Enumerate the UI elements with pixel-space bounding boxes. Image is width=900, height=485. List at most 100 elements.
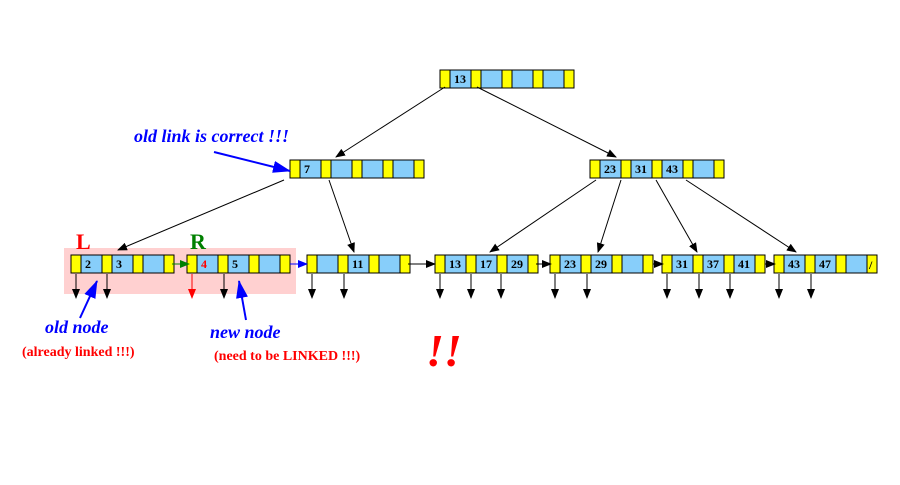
leaf-node-leaf-11-key-1: 11 bbox=[352, 257, 363, 271]
edge-end-leaf43 bbox=[685, 179, 797, 253]
leaf-node-R-key-cell-2 bbox=[258, 254, 281, 274]
old-link-arrow bbox=[213, 151, 291, 173]
leaf-node-leaf-23-key-0: 23 bbox=[564, 257, 576, 271]
leaf-node-leaf-43-pointer-2 bbox=[835, 254, 847, 274]
edge-7-leaf11 bbox=[328, 179, 355, 253]
root-node-pointer-3 bbox=[532, 69, 544, 89]
record-pointers bbox=[72, 274, 815, 299]
leaf-node-leaf-23-pointer-0 bbox=[549, 254, 561, 274]
leaf-node-leaf-23-next-pointer bbox=[642, 254, 654, 274]
old-node-label: old node bbox=[45, 317, 109, 337]
leaf-node-R bbox=[186, 254, 291, 274]
leaf-node-leaf-23-key-1: 29 bbox=[595, 257, 607, 271]
new-node-label: new node bbox=[210, 322, 281, 342]
edge-31-leaf23 bbox=[596, 179, 622, 253]
leaf-node-leaf-31 bbox=[661, 254, 766, 274]
leaf-node-leaf-13 bbox=[434, 254, 539, 274]
inner-node-23-pointer-2 bbox=[651, 159, 663, 179]
leaf-node-leaf-43-key-cell-2 bbox=[845, 254, 868, 274]
root-node-pointer-2 bbox=[501, 69, 513, 89]
edge-7-L bbox=[117, 179, 285, 251]
leaf-node-leaf-31-pointer-2 bbox=[723, 254, 735, 274]
inner-node-7-pointer-3 bbox=[382, 159, 394, 179]
root-node-key-0: 13 bbox=[454, 72, 466, 86]
inner-node-23-pointer-1 bbox=[620, 159, 632, 179]
inner-node-23-key-cell-3 bbox=[692, 159, 715, 179]
leaf-node-L-pointer-2 bbox=[132, 254, 144, 274]
already-linked-label: (already linked !!!) bbox=[22, 345, 135, 360]
leaf-node-leaf-13-key-1: 17 bbox=[480, 257, 492, 271]
leaf-node-leaf-13-pointer-1 bbox=[465, 254, 477, 274]
inner-node-7 bbox=[289, 159, 425, 179]
leaf-node-L-key-0: 2 bbox=[85, 257, 91, 271]
old-link-label: old link is correct !!! bbox=[134, 126, 289, 146]
leaf-node-leaf-13-pointer-0 bbox=[434, 254, 446, 274]
null-pointer-symbol: / bbox=[868, 258, 873, 272]
leaf-node-R-pointer-1 bbox=[217, 254, 229, 274]
leaf-node-leaf-11-key-cell-2 bbox=[378, 254, 401, 274]
leaf-node-leaf-11-pointer-2 bbox=[368, 254, 380, 274]
leaf-node-leaf-43-key-0: 43 bbox=[788, 257, 800, 271]
leaf-node-leaf-31-key-1: 37 bbox=[707, 257, 719, 271]
root-node-next-pointer bbox=[563, 69, 575, 89]
inner-node-7-pointer-0 bbox=[289, 159, 301, 179]
annotation-arrows bbox=[79, 151, 291, 321]
leaf-node-leaf-23-pointer-2 bbox=[611, 254, 623, 274]
inner-node-23-key-1: 31 bbox=[635, 162, 647, 176]
leaf-node-L-pointer-0 bbox=[70, 254, 82, 274]
inner-node-7-next-pointer bbox=[413, 159, 425, 179]
leaf-node-L-key-1: 3 bbox=[116, 257, 122, 271]
leaf-node-leaf-43 bbox=[773, 254, 878, 274]
nodes-layer bbox=[70, 69, 878, 274]
label-R: R bbox=[190, 229, 207, 254]
leaf-node-leaf-13-key-2: 29 bbox=[511, 257, 523, 271]
edge-43-leaf31 bbox=[655, 179, 698, 253]
leaf-node-leaf-11-key-cell-0 bbox=[316, 254, 339, 274]
inner-node-23-key-2: 43 bbox=[666, 162, 678, 176]
leaf-node-R-key-0: 4 bbox=[201, 257, 207, 271]
root-node-pointer-0 bbox=[439, 69, 451, 89]
leaf-node-leaf-43-pointer-1 bbox=[804, 254, 816, 274]
leaf-node-leaf-23-pointer-1 bbox=[580, 254, 592, 274]
old-node-arrow bbox=[79, 280, 98, 319]
inner-node-7-key-cell-2 bbox=[361, 159, 384, 179]
edge-23-leaf13 bbox=[489, 179, 597, 253]
leaf-node-leaf-11-pointer-1 bbox=[337, 254, 349, 274]
root-node bbox=[439, 69, 575, 89]
inner-node-7-pointer-1 bbox=[320, 159, 332, 179]
leaf-node-R-next-pointer bbox=[279, 254, 291, 274]
leaf-node-leaf-11-pointer-0 bbox=[306, 254, 318, 274]
leaf-node-leaf-11 bbox=[306, 254, 411, 274]
leaf-node-leaf-13-pointer-2 bbox=[496, 254, 508, 274]
leaf-node-leaf-43-next-pointer bbox=[866, 254, 878, 274]
leaf-node-leaf-31-next-pointer bbox=[754, 254, 766, 274]
root-node-key-cell-1 bbox=[480, 69, 503, 89]
inner-node-23-key-0: 23 bbox=[604, 162, 616, 176]
leaf-node-leaf-23-key-cell-2 bbox=[621, 254, 644, 274]
edge-root-left bbox=[335, 86, 446, 158]
tree-edges bbox=[117, 86, 797, 253]
inner-node-23 bbox=[589, 159, 725, 179]
inner-node-7-key-cell-1 bbox=[330, 159, 353, 179]
need-linked-label: (need to be LINKED !!!) bbox=[214, 349, 361, 364]
edge-root-right bbox=[476, 86, 617, 158]
leaf-node-leaf-31-pointer-1 bbox=[692, 254, 704, 274]
leaf-node-L-pointer-1 bbox=[101, 254, 113, 274]
exclaim-marks: !! bbox=[426, 325, 462, 376]
root-node-pointer-1 bbox=[470, 69, 482, 89]
inner-node-7-key-cell-3 bbox=[392, 159, 415, 179]
inner-node-7-key-0: 7 bbox=[304, 162, 310, 176]
leaf-node-L bbox=[70, 254, 175, 274]
label-L: L bbox=[76, 229, 91, 254]
new-node-arrow bbox=[236, 280, 248, 321]
leaf-node-leaf-43-pointer-0 bbox=[773, 254, 785, 274]
inner-node-23-next-pointer bbox=[713, 159, 725, 179]
inner-node-23-pointer-0 bbox=[589, 159, 601, 179]
leaf-node-leaf-31-key-2: 41 bbox=[738, 257, 750, 271]
leaf-node-leaf-31-pointer-0 bbox=[661, 254, 673, 274]
inner-node-23-pointer-3 bbox=[682, 159, 694, 179]
root-node-key-cell-2 bbox=[511, 69, 534, 89]
leaf-node-R-key-1: 5 bbox=[232, 257, 238, 271]
